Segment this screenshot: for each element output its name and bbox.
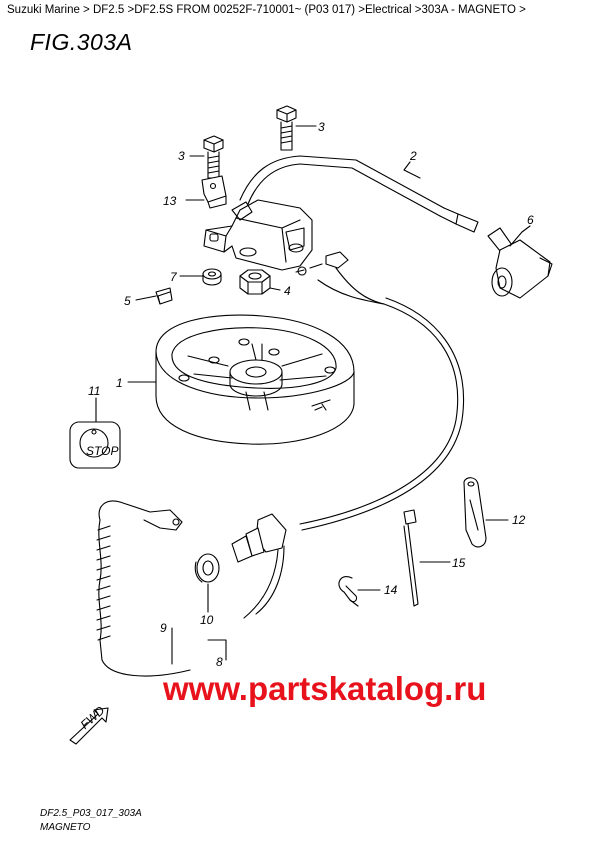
lanyard-cord[interactable] bbox=[96, 500, 191, 677]
figure-title: FIG.303A bbox=[30, 29, 133, 55]
woodruff-key[interactable] bbox=[155, 287, 173, 305]
callout-13: 13 bbox=[163, 194, 177, 208]
callout-12: 12 bbox=[512, 513, 526, 527]
flywheel[interactable] bbox=[155, 314, 355, 445]
callout-7: 7 bbox=[170, 270, 178, 284]
stop-button-text: STOP bbox=[86, 444, 118, 458]
high-tension-cord[interactable] bbox=[239, 155, 479, 233]
clamp-bracket[interactable] bbox=[201, 175, 227, 209]
grommet[interactable] bbox=[194, 553, 220, 583]
watermark: www.partskatalog.ru bbox=[162, 670, 486, 707]
callout-6: 6 bbox=[527, 213, 534, 227]
wire-clip[interactable] bbox=[338, 576, 359, 607]
breadcrumb: Suzuki Marine > DF2.5 >DF2.5S FROM 00252… bbox=[7, 4, 526, 16]
ignition-coil[interactable] bbox=[203, 199, 313, 271]
callout-2: 2 bbox=[409, 149, 417, 163]
callout-3-upper: 3 bbox=[318, 120, 325, 134]
callout-8: 8 bbox=[216, 655, 223, 669]
washer[interactable] bbox=[202, 268, 222, 286]
bolt-upper[interactable] bbox=[276, 105, 297, 151]
stop-button-cap[interactable] bbox=[69, 421, 121, 469]
flywheel-nut[interactable] bbox=[239, 269, 271, 295]
callout-1: 1 bbox=[116, 376, 123, 390]
stop-switch-harness[interactable] bbox=[231, 251, 464, 619]
callout-4: 4 bbox=[284, 284, 291, 298]
callout-3-left: 3 bbox=[178, 149, 185, 163]
spark-plug-cap[interactable] bbox=[487, 227, 553, 299]
figure-name: MAGNETO bbox=[40, 822, 91, 833]
leader-lines bbox=[95, 125, 531, 665]
callout-11: 11 bbox=[88, 384, 100, 398]
callout-14: 14 bbox=[384, 583, 398, 597]
figure-code: DF2.5_P03_017_303A bbox=[40, 808, 142, 819]
bolt-left[interactable] bbox=[203, 135, 224, 179]
cord-clamp[interactable] bbox=[463, 477, 487, 548]
cable-tie[interactable] bbox=[403, 509, 419, 607]
callout-15: 15 bbox=[452, 556, 466, 570]
callout-10: 10 bbox=[200, 613, 214, 627]
fwd-arrow-icon bbox=[69, 707, 109, 745]
callout-5: 5 bbox=[124, 294, 131, 308]
callout-9: 9 bbox=[160, 621, 167, 635]
